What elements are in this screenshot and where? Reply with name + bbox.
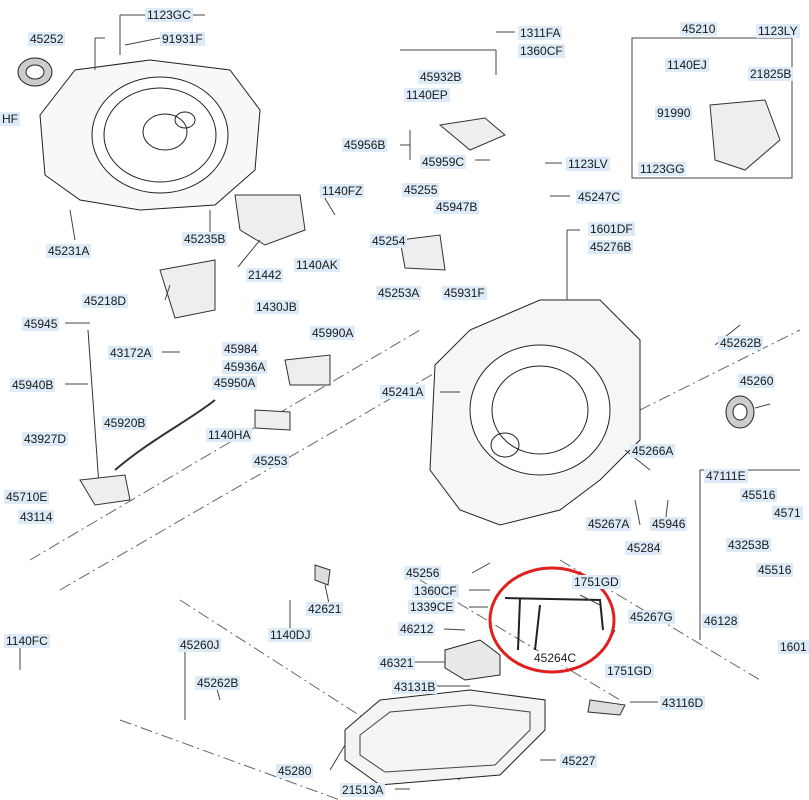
part-label-45231A[interactable]: 45231A (46, 244, 92, 258)
part-label-45262B[interactable]: 45262B (718, 336, 764, 350)
part-label-45280[interactable]: 45280 (276, 764, 314, 778)
part-label-1123LY[interactable]: 1123LY (756, 24, 800, 38)
part-label-45710E[interactable]: 45710E (4, 490, 50, 504)
part-label-46212[interactable]: 46212 (398, 622, 436, 636)
part-label-1123LV[interactable]: 1123LV (566, 157, 610, 171)
part-label-1360CF-top[interactable]: 1360CF (518, 44, 565, 58)
part-label-HF[interactable]: HF (0, 112, 20, 126)
part-label-45252[interactable]: 45252 (28, 32, 66, 46)
part-label-45940B[interactable]: 45940B (10, 378, 56, 392)
part-label-1751GD[interactable]: 1751GD (605, 664, 654, 678)
part-label-1140EJ[interactable]: 1140EJ (665, 58, 709, 72)
part-label-1751GD-top[interactable]: 1751GD (572, 575, 621, 589)
part-label-45260[interactable]: 45260 (738, 374, 776, 388)
part-label-1311FA[interactable]: 1311FA (518, 26, 563, 40)
part-label-46128[interactable]: 46128 (702, 614, 740, 628)
part-label-1123GC[interactable]: 1123GC (145, 8, 193, 22)
part-label-46321[interactable]: 46321 (378, 656, 416, 670)
part-label-45267G[interactable]: 45267G (628, 610, 675, 624)
part-label-45267A[interactable]: 45267A (586, 517, 632, 531)
part-label-1140AK[interactable]: 1140AK (294, 258, 340, 272)
part-label-1360CF[interactable]: 1360CF (412, 584, 459, 598)
part-label-45262B-low[interactable]: 45262B (195, 676, 241, 690)
part-label-45931F[interactable]: 45931F (442, 286, 487, 300)
part-label-45210[interactable]: 45210 (680, 22, 718, 36)
part-label-43172A[interactable]: 43172A (108, 346, 154, 360)
part-label-45956B[interactable]: 45956B (342, 138, 388, 152)
part-label-45990A[interactable]: 45990A (310, 326, 356, 340)
part-label-45936A[interactable]: 45936A (222, 360, 268, 374)
part-label-45920B[interactable]: 45920B (102, 416, 148, 430)
part-label-45264C[interactable]: 45264C (532, 651, 579, 665)
part-label-45516[interactable]: 45516 (740, 488, 778, 502)
part-label-43131B[interactable]: 43131B (392, 680, 438, 694)
part-label-21442[interactable]: 21442 (246, 268, 284, 282)
part-label-21825B[interactable]: 21825B (748, 67, 794, 81)
part-label-4571[interactable]: 4571 (772, 506, 803, 520)
part-label-45947B[interactable]: 45947B (434, 200, 480, 214)
part-label-45276B[interactable]: 45276B (588, 240, 634, 254)
part-label-45256[interactable]: 45256 (404, 566, 442, 580)
part-label-43253B[interactable]: 43253B (726, 538, 772, 552)
part-label-21513A[interactable]: 21513A (340, 783, 386, 797)
part-label-1123GG[interactable]: 1123GG (638, 162, 687, 176)
part-label-1140DJ[interactable]: 1140DJ (268, 628, 313, 642)
part-label-1140FC[interactable]: 1140FC (4, 634, 50, 648)
part-label-43927D[interactable]: 43927D (22, 432, 69, 446)
part-label-43116D[interactable]: 43116D (660, 696, 706, 710)
part-label-45260J[interactable]: 45260J (178, 638, 222, 652)
part-label-45932B[interactable]: 45932B (418, 70, 464, 84)
part-label-45266A[interactable]: 45266A (630, 444, 676, 458)
part-label-1430JB[interactable]: 1430JB (254, 300, 299, 314)
part-label-45284[interactable]: 45284 (625, 541, 663, 555)
part-label-45959C[interactable]: 45959C (420, 155, 467, 169)
part-label-45235B[interactable]: 45235B (182, 232, 228, 246)
part-label-45253[interactable]: 45253 (252, 454, 290, 468)
part-label-1601[interactable]: 1601 (778, 640, 809, 654)
part-label-45984[interactable]: 45984 (222, 342, 260, 356)
part-label-45254[interactable]: 45254 (370, 234, 408, 248)
part-label-45945[interactable]: 45945 (22, 317, 60, 331)
part-label-45950A[interactable]: 45950A (212, 376, 258, 390)
part-label-42621[interactable]: 42621 (306, 602, 344, 616)
part-label-1601DF[interactable]: 1601DF (588, 222, 635, 236)
part-label-45516-b[interactable]: 45516 (756, 563, 794, 577)
part-label-91931F[interactable]: 91931F (160, 32, 205, 46)
highlight-ring (488, 566, 616, 674)
part-label-45227[interactable]: 45227 (560, 754, 598, 768)
part-label-1140FZ[interactable]: 1140FZ (320, 184, 365, 198)
part-label-43114[interactable]: 43114 (18, 510, 55, 524)
part-label-1140HA[interactable]: 1140HA (206, 428, 253, 442)
part-label-45255[interactable]: 45255 (402, 183, 440, 197)
part-label-45253A[interactable]: 45253A (376, 286, 422, 300)
part-label-91990[interactable]: 91990 (655, 106, 693, 120)
part-label-45218D[interactable]: 45218D (82, 294, 129, 308)
part-label-1339CE[interactable]: 1339CE (408, 600, 456, 614)
part-label-1140EP[interactable]: 1140EP (404, 88, 450, 102)
part-label-45247C[interactable]: 45247C (576, 190, 623, 204)
part-label-47111E[interactable]: 47111E (704, 469, 748, 483)
part-label-45946[interactable]: 45946 (650, 517, 688, 531)
part-label-45241A[interactable]: 45241A (380, 385, 426, 399)
